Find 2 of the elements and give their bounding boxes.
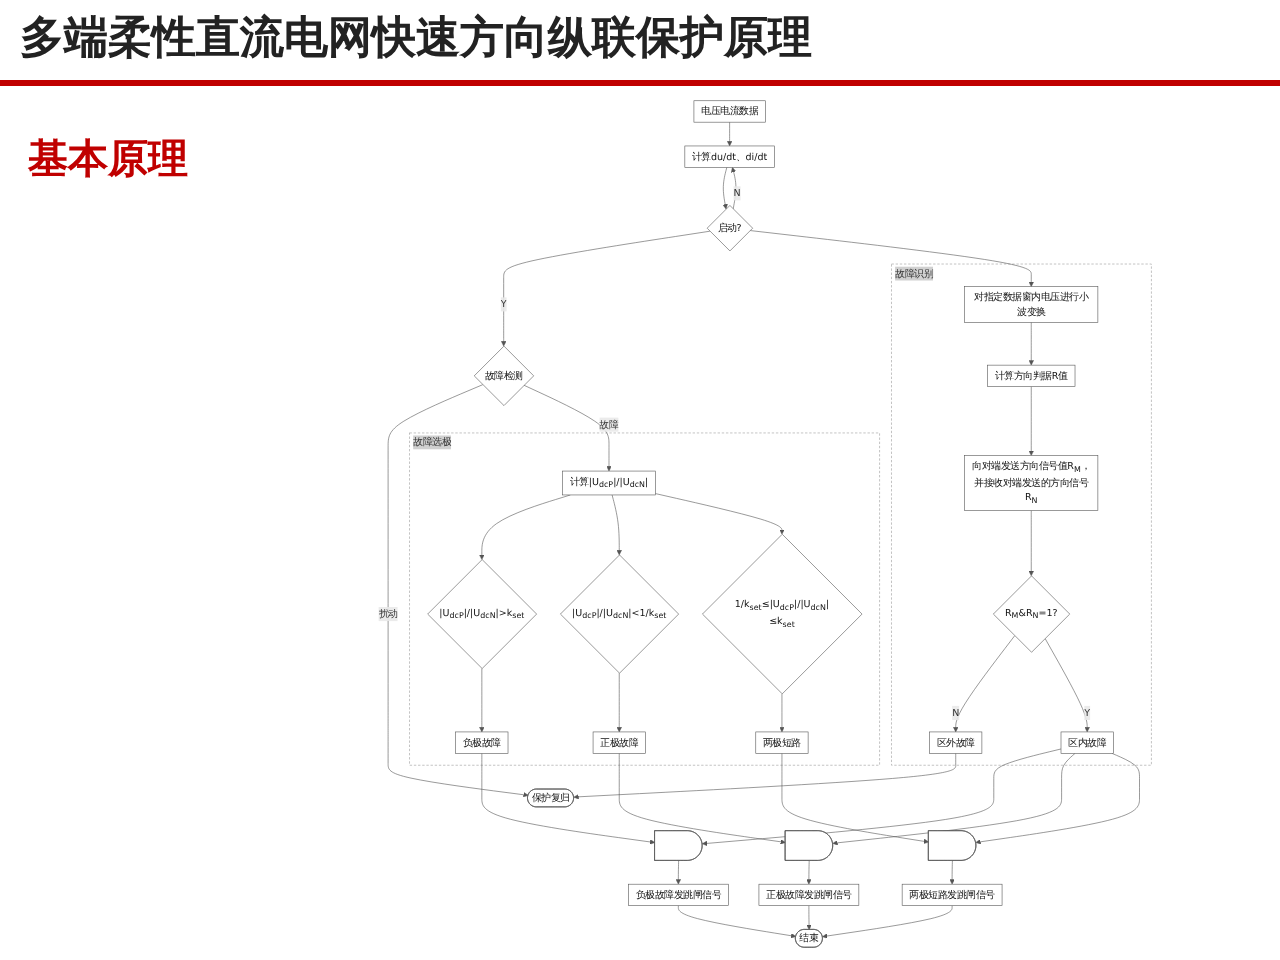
slide-title: 多端柔性直流电网快速方向纵联保护原理 bbox=[20, 11, 812, 68]
section-heading: 基本原理 bbox=[28, 132, 188, 186]
